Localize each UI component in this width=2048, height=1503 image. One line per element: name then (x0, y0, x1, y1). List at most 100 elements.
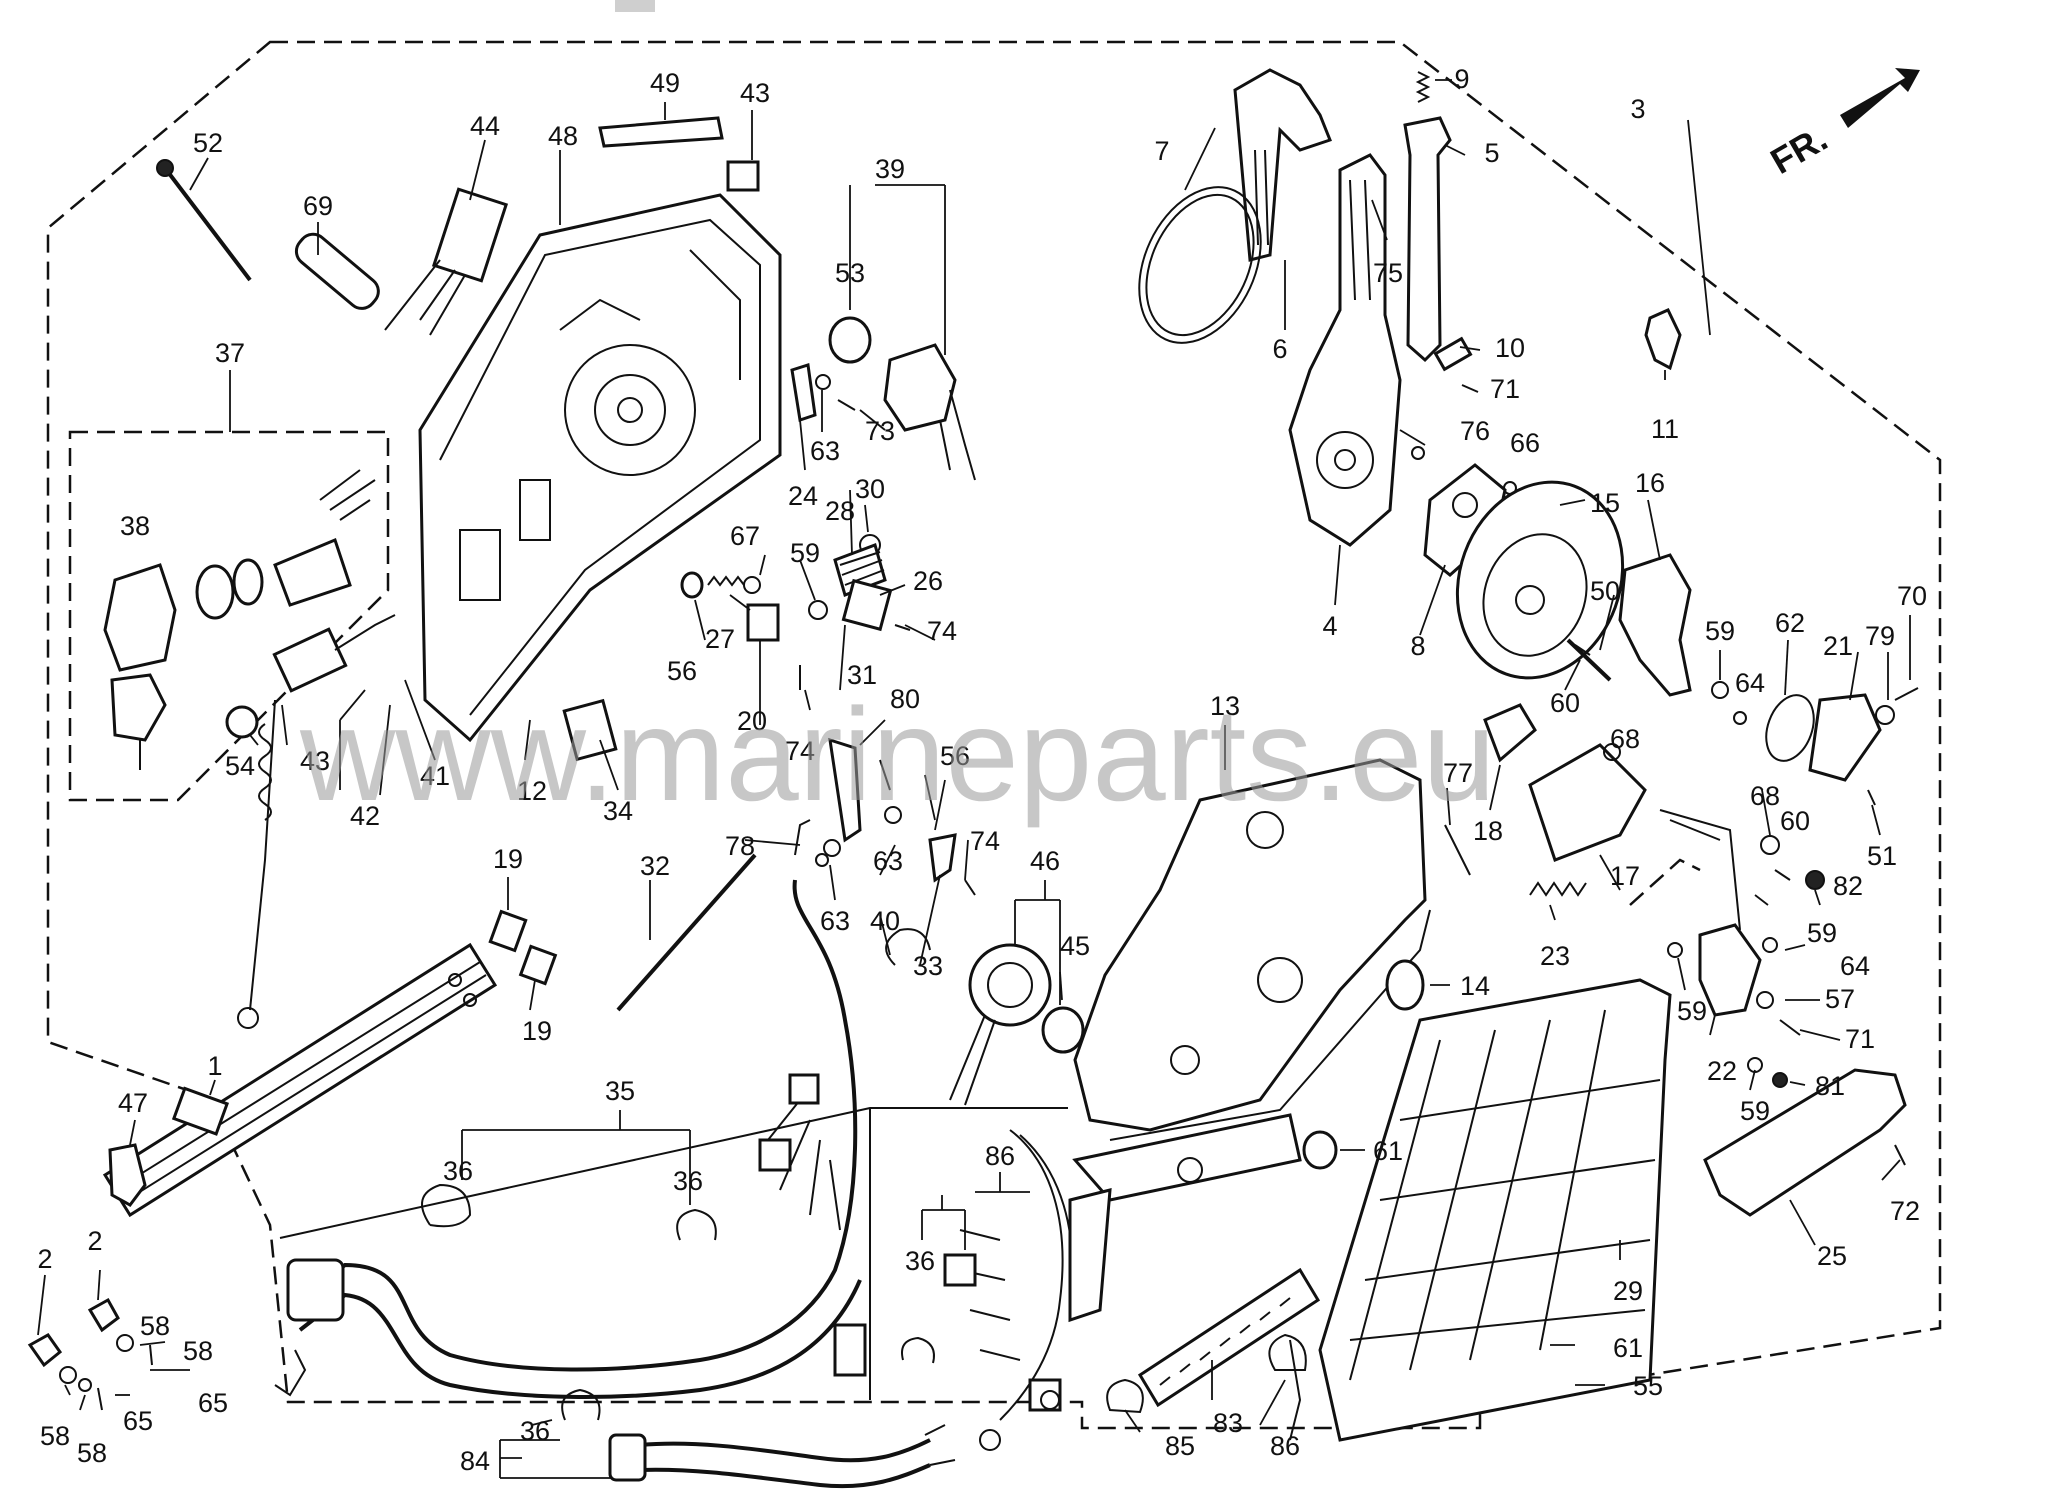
washer-58-b (59, 1366, 77, 1384)
callout-82: 82 (1833, 871, 1863, 901)
emergency-switch-41 (272, 614, 396, 693)
callout-58: 58 (40, 1421, 70, 1451)
callout-42: 42 (350, 801, 380, 831)
callout-13: 13 (1210, 691, 1240, 721)
callout-18: 18 (1473, 816, 1503, 846)
washer-68-a (1603, 743, 1621, 761)
screw-77 (1444, 824, 1471, 876)
spring-plate-28 (833, 543, 887, 597)
callout-9: 9 (1454, 64, 1469, 94)
wiring-harness-86 (943, 1129, 1074, 1451)
screw-76 (1411, 446, 1425, 460)
link-31 (828, 737, 862, 843)
control-box-housing (418, 193, 782, 743)
washer-56-a (680, 571, 704, 599)
washer-81 (1772, 1072, 1788, 1088)
callout-64: 64 (1840, 951, 1870, 981)
callout-63: 63 (873, 846, 903, 876)
washer-58-a (116, 1334, 134, 1352)
callout-55: 55 (1633, 1371, 1663, 1401)
subassembly-37-boundary (68, 430, 390, 802)
callout-71: 71 (1845, 1024, 1875, 1054)
callout-14: 14 (1460, 971, 1490, 1001)
knob-11 (1644, 308, 1682, 371)
clamp-86 (1268, 1333, 1307, 1371)
washer-59-b (1711, 681, 1729, 699)
callout-45: 45 (1060, 931, 1090, 961)
callout-54: 54 (225, 751, 255, 781)
washer-63-b (823, 839, 841, 857)
cable-end-2-b (87, 1297, 120, 1333)
seal-53 (828, 316, 872, 364)
spring-9 (1415, 71, 1431, 103)
clamp-85 (1106, 1378, 1144, 1414)
bracket-22 (1698, 923, 1762, 1017)
callout-60: 60 (1780, 806, 1810, 836)
callout-12: 12 (517, 776, 547, 806)
callout-19: 19 (493, 844, 523, 874)
handle-grip-6-detail (1254, 149, 1269, 246)
throttle-cable-1 (102, 942, 498, 1218)
callout-37: 37 (215, 338, 245, 368)
callout-58: 58 (77, 1438, 107, 1468)
clip-47 (108, 1143, 147, 1207)
cover-21 (1808, 693, 1882, 782)
callout-49: 49 (650, 68, 680, 98)
cable-end-2-a (27, 1333, 63, 1368)
scan-artifact (615, 0, 655, 12)
callout-63: 63 (820, 906, 850, 936)
screw-60-a (1574, 644, 1591, 656)
bracket-24 (790, 363, 817, 422)
nut-19-a (488, 909, 528, 953)
callout-59: 59 (790, 538, 820, 568)
grommet-45 (1041, 1006, 1085, 1054)
spring-27 (707, 575, 745, 587)
callout-39: 39 (875, 154, 905, 184)
cable-sleeve-83 (1137, 1267, 1321, 1408)
callout-46: 46 (1030, 846, 1060, 876)
callout-58: 58 (140, 1311, 170, 1341)
callout-33: 33 (913, 951, 943, 981)
callout-30: 30 (855, 474, 885, 504)
callout-35: 35 (605, 1076, 635, 1106)
callout-84: 84 (460, 1446, 490, 1476)
clip-36-b (676, 1208, 717, 1241)
callout-29: 29 (1613, 1276, 1643, 1306)
spring-23 (1529, 881, 1587, 897)
bolt-52 (166, 170, 252, 282)
callout-71: 71 (1490, 374, 1520, 404)
callout-56: 56 (667, 656, 697, 686)
callout-52: 52 (193, 128, 223, 158)
callout-73: 73 (865, 416, 895, 446)
washer-82 (1805, 870, 1825, 890)
ignition-switch-assembly (103, 469, 376, 770)
callout-11: 11 (1651, 414, 1679, 444)
callout-58: 58 (183, 1336, 213, 1366)
callout-16: 16 (1635, 468, 1665, 498)
screw-74-a (894, 624, 911, 631)
callout-53: 53 (835, 258, 865, 288)
rod-32 (616, 853, 757, 1012)
screw-72 (1894, 1144, 1906, 1166)
callout-19: 19 (522, 1016, 552, 1046)
gear-plate-15 (1455, 480, 1625, 680)
block-20 (746, 603, 780, 642)
washer-68-b (1760, 835, 1780, 855)
callout-28: 28 (825, 496, 855, 526)
spring-plate-18 (1483, 703, 1537, 763)
callout-61: 61 (1373, 1136, 1403, 1166)
label-plate-49 (598, 116, 724, 148)
ring-7-inner (1145, 193, 1255, 337)
callout-80: 80 (890, 684, 920, 714)
nut-19-b (518, 944, 558, 986)
callout-61: 61 (1613, 1333, 1643, 1363)
grommet-14 (1385, 959, 1425, 1011)
callout-23: 23 (1540, 941, 1570, 971)
ring-7 (1138, 186, 1262, 344)
callout-36: 36 (673, 1166, 703, 1196)
front-indicator-label: FR. (1764, 117, 1835, 182)
harness-frame (279, 1107, 1068, 1400)
callout-77: 77 (1443, 758, 1473, 788)
callout-24: 24 (788, 481, 818, 511)
